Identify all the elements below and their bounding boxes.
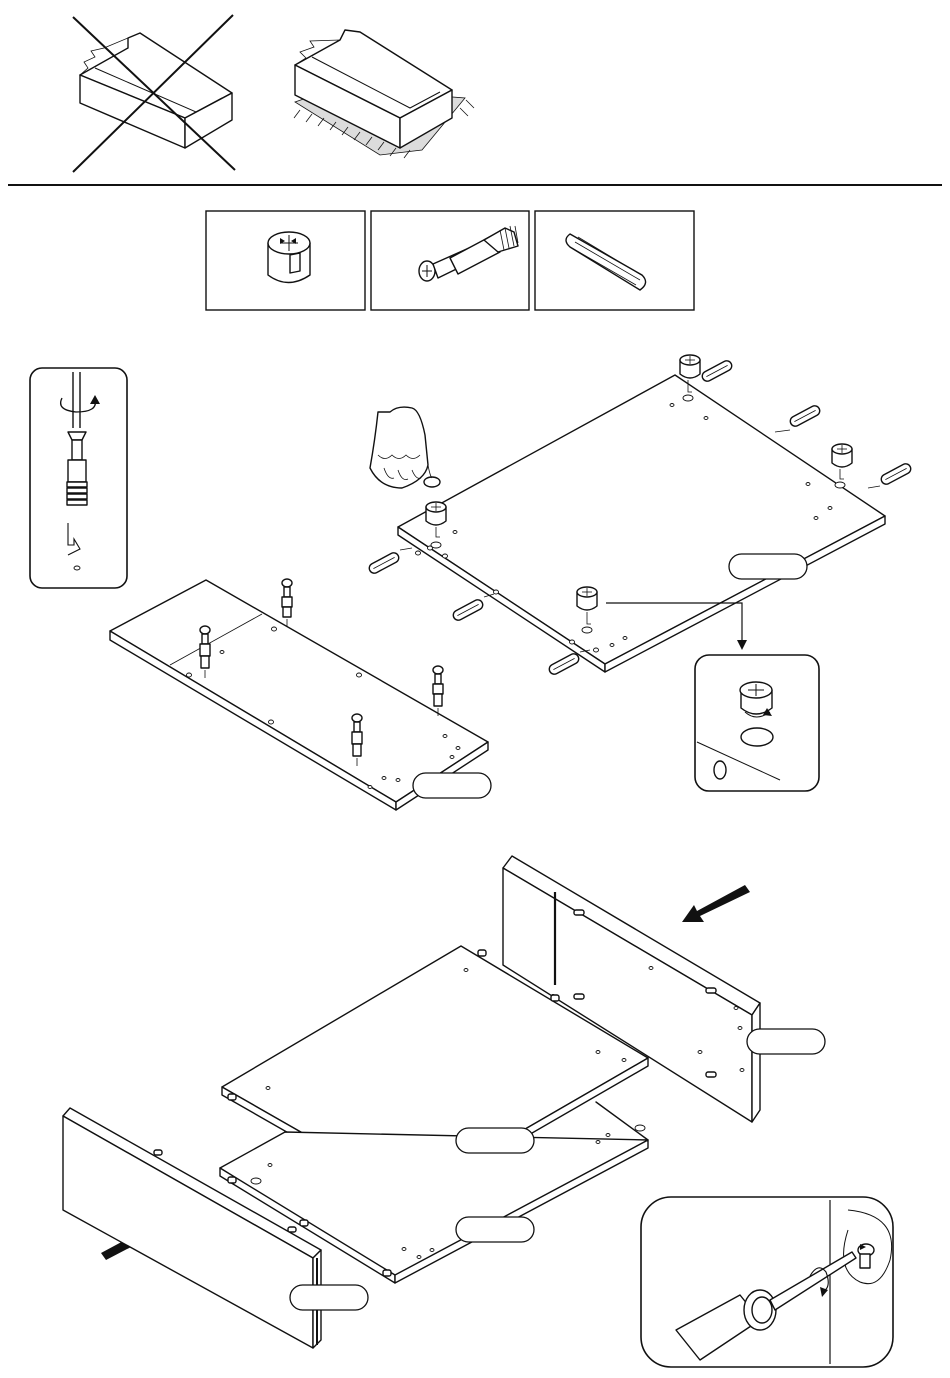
- cam-lock-detail-icon: [697, 682, 780, 780]
- part-label-badge-side-panel: [413, 773, 491, 798]
- cam-bolt-icon: [419, 226, 518, 281]
- part-label-badge-left-panel: [290, 1285, 368, 1310]
- cam-tighten-detail-frame: [641, 1197, 893, 1367]
- screwdriver-detail-icon: [61, 372, 100, 570]
- part-label-badge-top-panel: [729, 554, 807, 579]
- part-label-badge-right-panel: [747, 1029, 825, 1054]
- part-label-badge-upper-shelf: [456, 1128, 534, 1153]
- detail-leader-arrow: [737, 640, 747, 650]
- cam-tighten-detail-icon: [676, 1200, 892, 1364]
- hand-push-icon: [370, 407, 440, 488]
- cam-lock-icon: [268, 232, 310, 283]
- part-label-badge-lower-shelf: [456, 1217, 534, 1242]
- wrong-unpacking-icon: [73, 15, 235, 172]
- top-panel: [398, 375, 885, 672]
- correct-unpacking-icon: [294, 30, 474, 158]
- wooden-dowel-icon: [566, 234, 646, 290]
